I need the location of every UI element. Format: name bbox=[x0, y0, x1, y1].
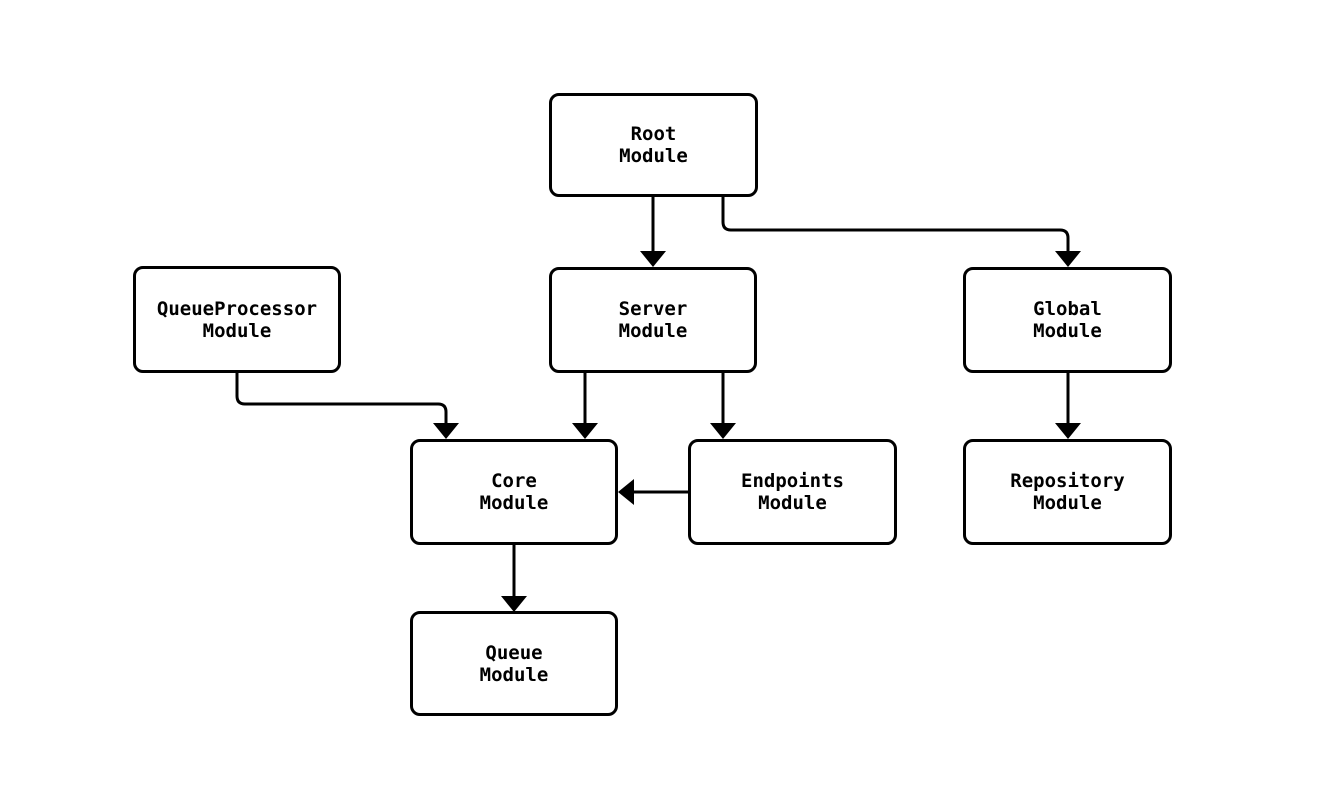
arrowhead-queueprocessor-module-to-core-module bbox=[433, 423, 459, 439]
node-label-line: Server bbox=[618, 298, 688, 320]
arrowhead-server-module-to-endpoints-module bbox=[710, 423, 736, 439]
arrowhead-endpoints-module-to-core-module bbox=[618, 479, 634, 505]
node-label-line: Module bbox=[1033, 492, 1102, 514]
node-label-line: QueueProcessor bbox=[156, 297, 318, 320]
node-label-line: Endpoints bbox=[741, 470, 844, 492]
node-label-line: Module bbox=[202, 319, 272, 342]
node-label-line: Global bbox=[1033, 298, 1102, 320]
node-label-line: Module bbox=[618, 320, 688, 342]
edge-queueprocessor-module-to-core-module bbox=[235, 373, 448, 423]
arrowhead-core-module-to-queue-module bbox=[501, 596, 527, 612]
node-label-line: Module bbox=[619, 145, 688, 167]
node-label-line: Module bbox=[1033, 320, 1102, 342]
arrowhead-root-module-to-global-module bbox=[1055, 251, 1081, 267]
edge-root-module-to-global-module bbox=[721, 197, 1070, 251]
node-label-line: Queue bbox=[485, 641, 543, 664]
node-label-line: Module bbox=[479, 663, 549, 686]
node-label-line: Root bbox=[630, 123, 677, 145]
arrowhead-global-module-to-repository-module bbox=[1055, 423, 1081, 439]
node-label-line: Module bbox=[758, 492, 827, 514]
node-label-line: Repository bbox=[1010, 470, 1125, 492]
node-label-line: Module bbox=[479, 492, 549, 514]
node-label-line: Core bbox=[491, 470, 537, 492]
arrowhead-root-module-to-server-module bbox=[640, 251, 666, 267]
arrowhead-server-module-to-core-module bbox=[572, 423, 598, 439]
